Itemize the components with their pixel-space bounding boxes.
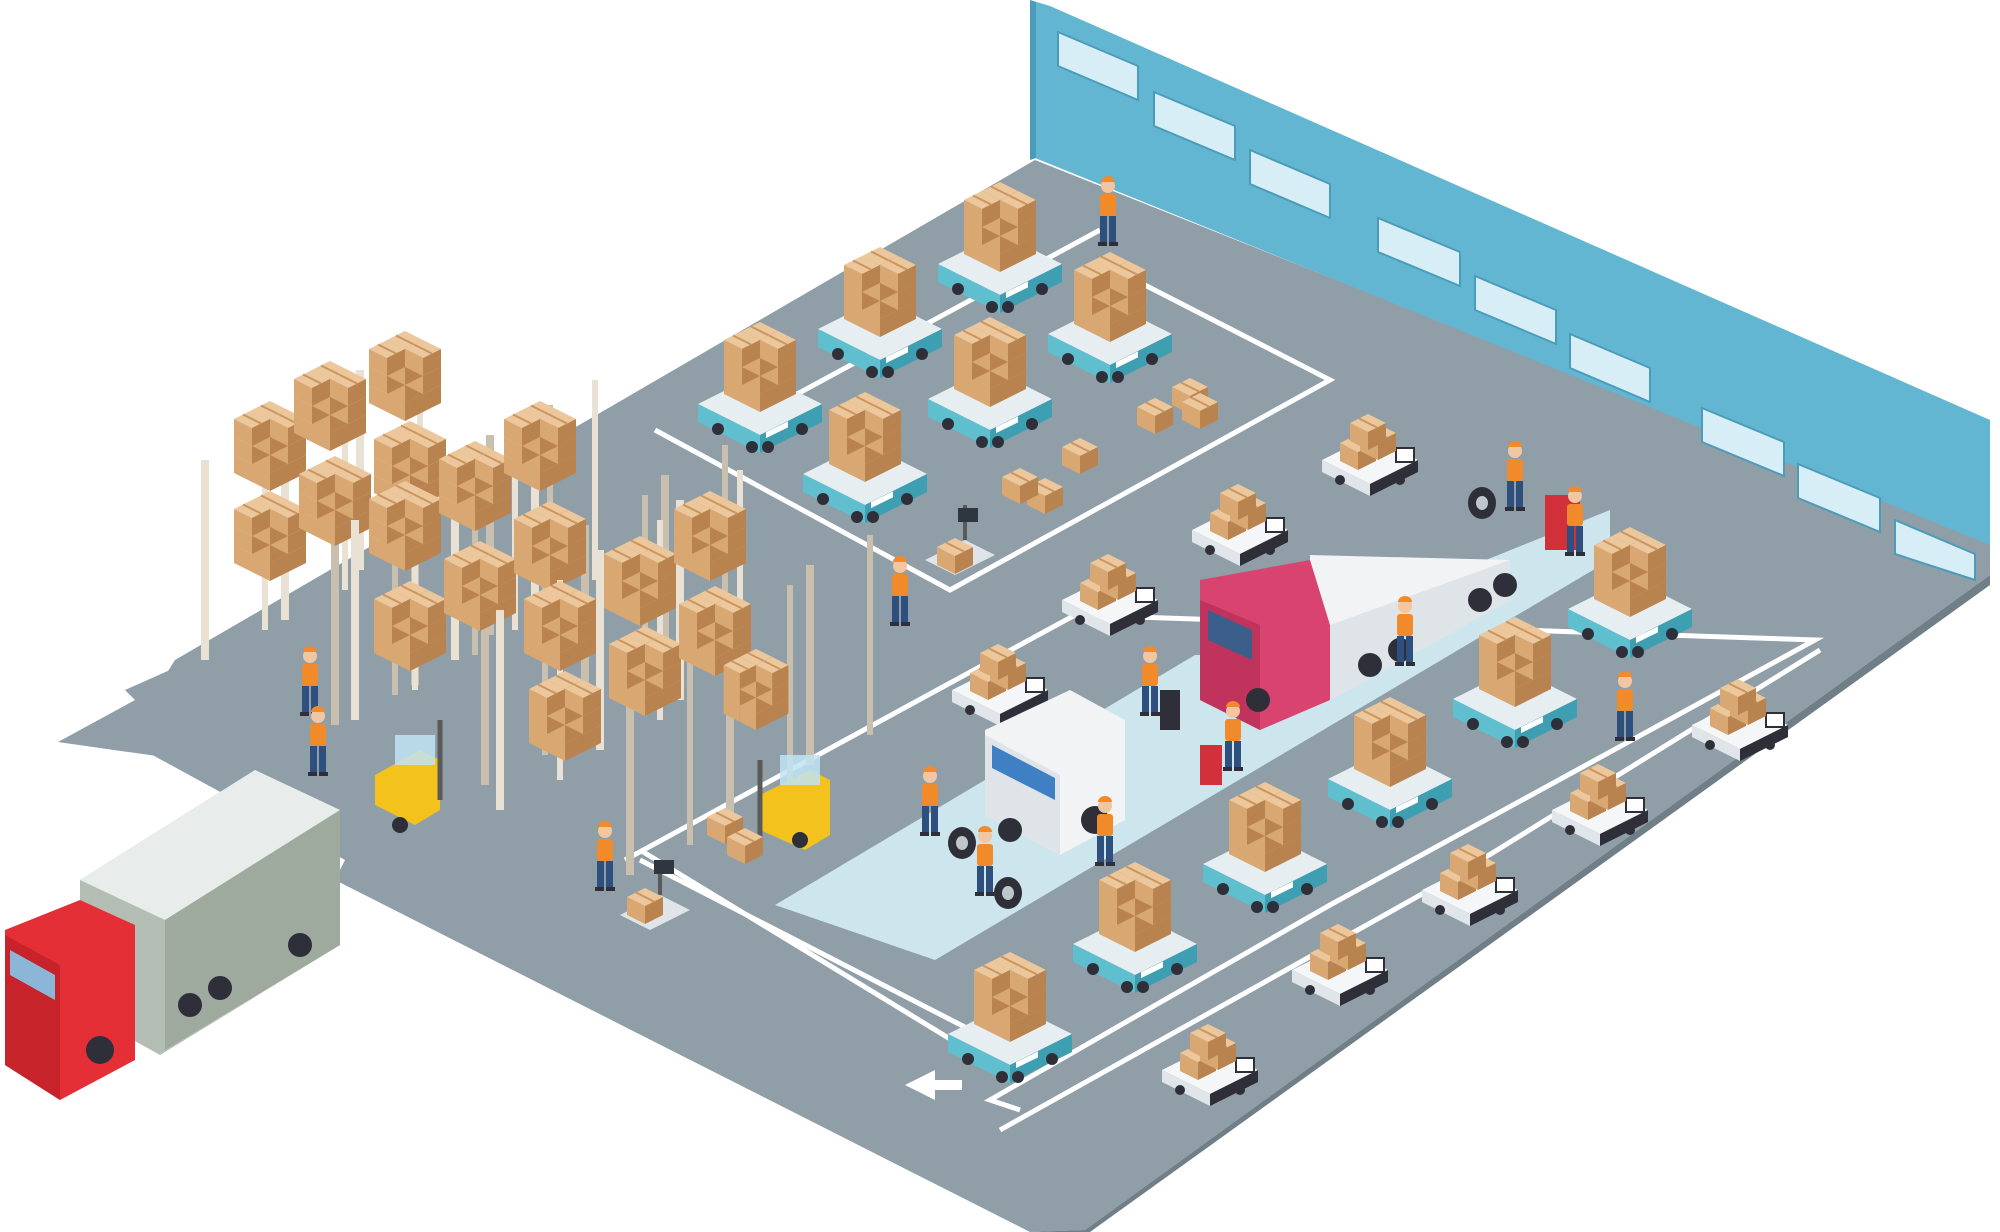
red-delivery-truck [5,770,340,1100]
wall-windows [1057,30,1976,582]
white-truck-cab [985,690,1125,855]
forklift-right [706,649,830,865]
direction-arrow-icon [905,1070,962,1100]
tool-cabinet-icon [1160,495,1580,785]
parcel-scale-lower [620,860,690,930]
parcel-scale-upper [925,505,995,575]
forklift-left [375,720,443,833]
warehouse-wall [1030,0,1990,582]
